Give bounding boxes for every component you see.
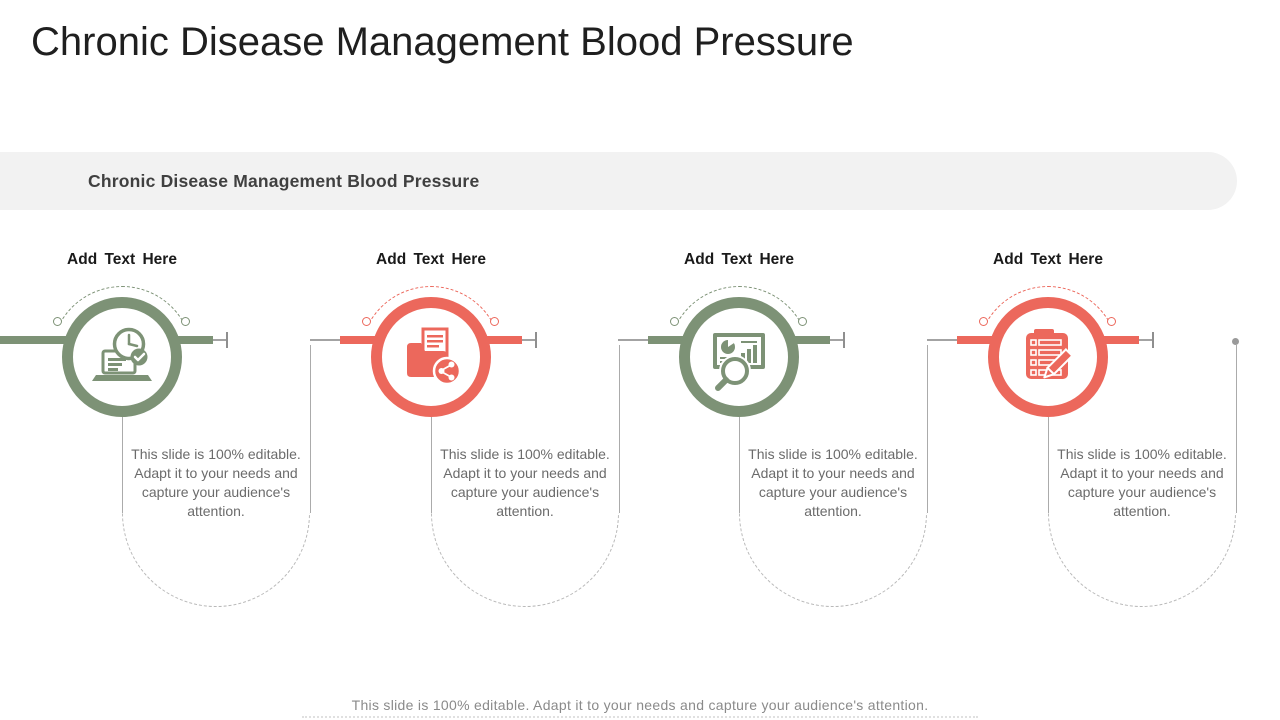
connector-thin-line <box>830 339 843 341</box>
step-body-text: This slide is 100% editable. Adapt it to… <box>748 446 918 519</box>
step-body-text: This slide is 100% editable. Adapt it to… <box>1057 446 1227 519</box>
folder-share-icon <box>407 327 462 386</box>
arc-end-ring <box>670 317 679 326</box>
icon-ring <box>62 297 182 417</box>
connector-tick <box>1152 332 1154 348</box>
arc-end-ring <box>490 317 499 326</box>
step-unit-2: Add Text Here This slide is 100% editabl… <box>309 245 631 613</box>
enclosure-end-dot <box>1232 338 1239 345</box>
step-unit-3: Add Text Here This slide is 100% <box>617 245 939 613</box>
arc-end-ring <box>53 317 62 326</box>
connector-tick <box>843 332 845 348</box>
connector-tick <box>226 332 228 348</box>
step-body-text: This slide is 100% editable. Adapt it to… <box>131 446 301 519</box>
step-heading: Add Text Here <box>376 251 486 268</box>
enclosure-right-line <box>618 345 620 513</box>
enclosure-left-line <box>121 417 123 513</box>
connector-thin-line <box>618 339 648 341</box>
footer-note: This slide is 100% editable. Adapt it to… <box>351 697 929 713</box>
connector-thin-line <box>522 339 535 341</box>
analytics-search-icon <box>713 333 765 391</box>
enclosure-right-line <box>926 345 928 513</box>
step-unit-4: Add Text Here This slide <box>926 245 1248 613</box>
arc-end-ring <box>1107 317 1116 326</box>
laptop-clock-icon <box>92 327 152 381</box>
step-unit-1: Add Text Here This slide is 100% editabl… <box>0 245 322 613</box>
step-heading: Add Text Here <box>993 251 1103 268</box>
connector-tick <box>535 332 537 348</box>
footer-dotted-line <box>302 716 978 718</box>
checklist-pencil-icon <box>1026 329 1074 379</box>
arc-end-ring <box>181 317 190 326</box>
arc-end-ring <box>362 317 371 326</box>
step-heading: Add Text Here <box>67 251 177 268</box>
connector-thin-line <box>927 339 957 341</box>
slide-title: Chronic Disease Management Blood Pressur… <box>31 20 854 64</box>
enclosure-left-line <box>1047 417 1049 513</box>
arc-end-ring <box>798 317 807 326</box>
enclosure-left-line <box>738 417 740 513</box>
arc-end-ring <box>979 317 988 326</box>
enclosure-right-line <box>1235 345 1237 513</box>
banner-label: Chronic Disease Management Blood Pressur… <box>88 171 480 191</box>
enclosure-right-line <box>309 345 311 513</box>
step-body-text: This slide is 100% editable. Adapt it to… <box>440 446 610 519</box>
step-heading: Add Text Here <box>684 251 794 268</box>
connector-thin-line <box>1139 339 1152 341</box>
title-banner: Chronic Disease Management Blood Pressur… <box>0 152 1237 210</box>
connector-thin-line <box>310 339 340 341</box>
icon-ring <box>679 297 799 417</box>
enclosure-left-line <box>430 417 432 513</box>
connector-thin-line <box>213 339 226 341</box>
